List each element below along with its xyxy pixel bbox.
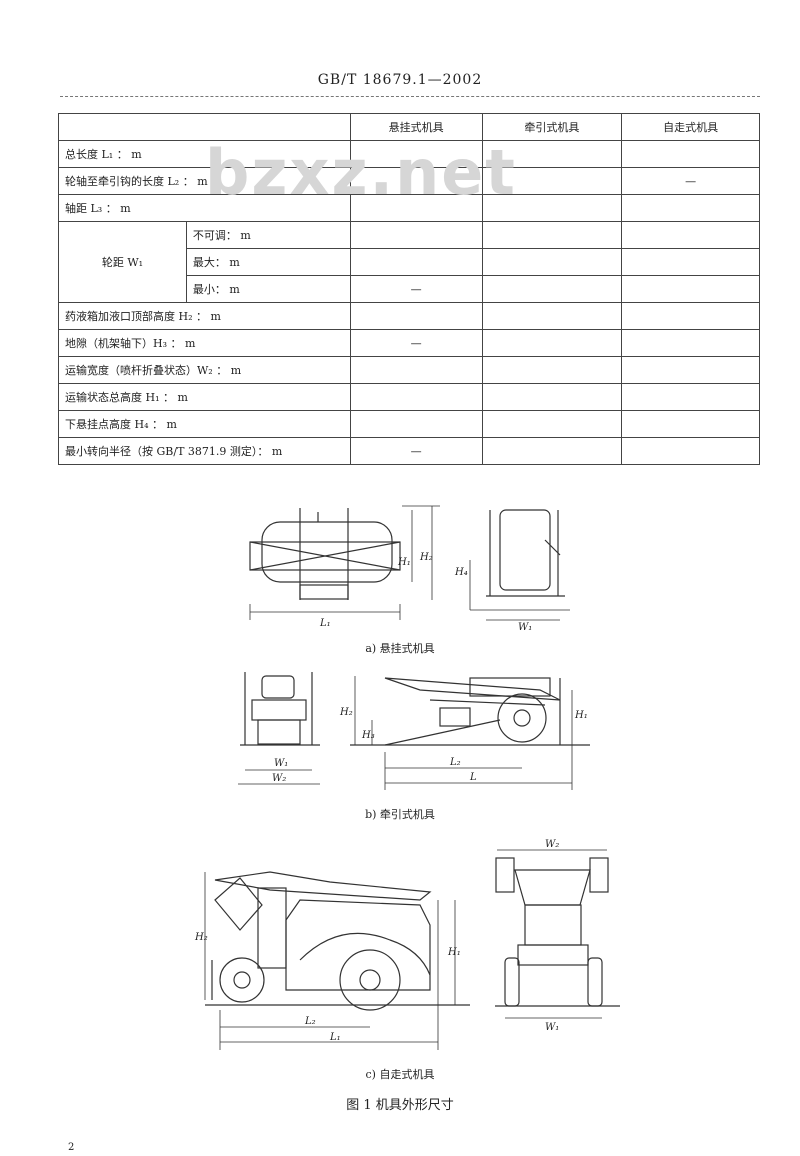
- caption-mounted: a) 悬挂式机具: [365, 642, 435, 655]
- cell: [349, 221, 483, 249]
- label-L3-self: L₂: [304, 1016, 316, 1027]
- row-label: 最大： m: [185, 248, 351, 276]
- label-W2-trailed: W₂: [272, 773, 286, 784]
- label-L1-mounted: L₁: [319, 618, 331, 629]
- label-L2-trailed: L₂: [449, 757, 461, 768]
- table-header-row: 悬挂式机具 牵引式机具 自走式机具: [58, 113, 760, 141]
- row-label: 轴距 L₃ ： m: [58, 194, 351, 222]
- row-label: 最小转向半径（按 GB/T 3871.9 测定）： m: [58, 437, 351, 465]
- cell: [349, 194, 483, 222]
- cell: [621, 248, 760, 276]
- cell: [621, 275, 760, 303]
- cell: [481, 302, 623, 330]
- row-label: 总长度 L₁ ： m: [58, 140, 351, 168]
- mounted-sprayer-side-view: [469, 509, 570, 621]
- cell: —: [621, 167, 760, 195]
- caption-self-propelled: c) 自走式机具: [365, 1068, 435, 1081]
- cell: [481, 248, 623, 276]
- row-label: 地隙（机架轴下）H₃ ： m: [58, 329, 351, 357]
- row-label: 不可调： m: [185, 221, 351, 249]
- caption-trailed: b) 牵引式机具: [365, 808, 435, 821]
- label-H3-trailed: H₃: [361, 730, 375, 741]
- table-row: 运输宽度（喷杆折叠状态）W₂ ： m: [58, 356, 760, 384]
- table-row: 最大： m: [59, 248, 760, 276]
- cell: [481, 221, 623, 249]
- mounted-sprayer-top-view: [249, 505, 440, 620]
- page-number: 2: [68, 1142, 75, 1153]
- col-header-mounted: 悬挂式机具: [349, 113, 483, 141]
- col-header-self-propelled: 自走式机具: [621, 113, 760, 141]
- cell: [349, 302, 483, 330]
- group-label-track-width: 轮距 W₁: [58, 221, 187, 303]
- label-W2-self: W₂: [545, 839, 559, 850]
- watermark-logo: bzxz.net: [205, 136, 517, 209]
- trailed-sprayer-side-view: [350, 676, 590, 790]
- label-L1-self: L₁: [329, 1032, 341, 1043]
- label-W1-mounted: W₁: [518, 622, 532, 633]
- table-row: 轴距 L₃ ： m: [58, 194, 760, 222]
- label-H2-mounted: H₂: [419, 552, 433, 563]
- self-propelled-sprayer-front-view: [495, 849, 620, 1019]
- table-row: 总长度 L₁ ： m: [58, 140, 760, 168]
- label-W1-self: W₁: [545, 1022, 559, 1033]
- spec-table: 悬挂式机具 牵引式机具 自走式机具 总长度 L₁ ： m 轮轴至牵引钩的长度 L…: [58, 113, 760, 465]
- label-W1-trailed: W₁: [274, 758, 288, 769]
- self-propelled-sprayer-side-view: [204, 871, 470, 1050]
- trailed-sprayer-rear-view: [238, 672, 320, 785]
- cell: [621, 302, 760, 330]
- cell: [349, 167, 483, 195]
- cell: [621, 437, 760, 465]
- row-label: 轮轴至牵引钩的长度 L₂ ： m: [58, 167, 351, 195]
- table-row: 药液箱加液口顶部高度 H₂ ： m: [58, 302, 760, 330]
- cell: [481, 437, 623, 465]
- label-H1-mounted: H₁: [397, 557, 411, 568]
- cell: —: [349, 437, 483, 465]
- cell: [621, 194, 760, 222]
- standard-code-header: GB/T 18679.1—2002: [317, 72, 483, 88]
- label-L-trailed: L: [469, 772, 477, 783]
- table-header-blank: [58, 113, 351, 141]
- cell: [481, 140, 623, 168]
- table-row: 最小转向半径（按 GB/T 3871.9 测定）： m —: [58, 437, 760, 465]
- label-H4-mounted: H₄: [454, 567, 468, 578]
- header-rule: [60, 96, 760, 97]
- label-H1-trailed: H₁: [574, 710, 588, 721]
- label-H1-self: H₁: [447, 947, 461, 958]
- cell: [481, 194, 623, 222]
- cell: [481, 356, 623, 384]
- label-H2-trailed: H₂: [339, 707, 353, 718]
- label-H2-self: H₂: [194, 932, 208, 943]
- figure-title: 图 1 机具外形尺寸: [346, 1098, 454, 1113]
- cell: [621, 410, 760, 438]
- row-label: 运输状态总高度 H₁ ： m: [58, 383, 351, 411]
- col-header-trailed: 牵引式机具: [481, 113, 623, 141]
- table-row: 轮轴至牵引钩的长度 L₂ ： m —: [58, 167, 760, 195]
